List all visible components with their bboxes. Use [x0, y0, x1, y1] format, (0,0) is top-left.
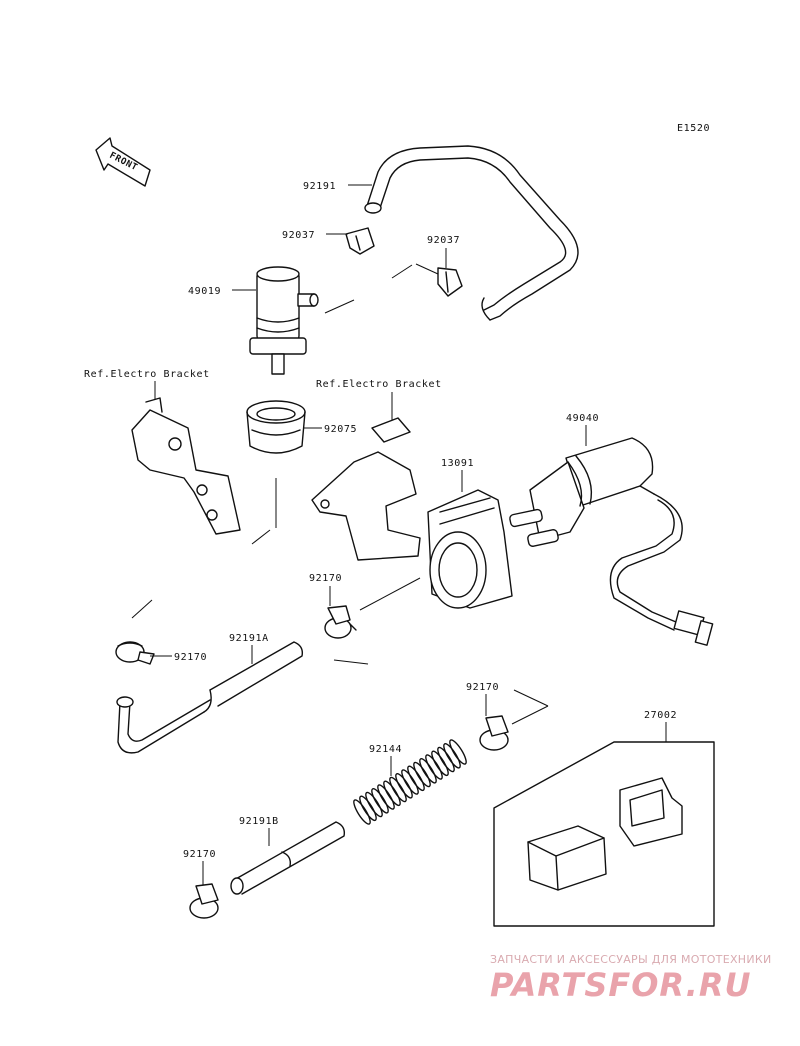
clamp-92170-a: [324, 605, 357, 639]
label-ref-bracket-left: Ref.Electro Bracket: [84, 369, 210, 380]
hose-92191: [364, 145, 579, 321]
hose-92191A: [116, 641, 304, 754]
label-92037-a: 92037: [282, 230, 315, 241]
label-92170-c: 92170: [466, 682, 499, 693]
spring-coil: [449, 739, 467, 765]
label-49040: 49040: [566, 413, 599, 424]
spring-coil: [359, 795, 377, 822]
diagram-code: E1520: [677, 123, 710, 134]
fuel-filter-49019: [249, 266, 319, 375]
label-ref-bracket-right: Ref.Electro Bracket: [316, 379, 442, 390]
label-92170-d: 92170: [183, 849, 216, 860]
spring-coil: [377, 784, 395, 810]
label-92191A: 92191A: [229, 633, 269, 644]
watermark-subtitle: ЗАПЧАСТИ И АКСЕССУАРЫ ДЛЯ МОТОТЕХНИКИ: [490, 953, 772, 966]
label-92144: 92144: [369, 744, 402, 755]
label-92170-b: 92170: [174, 652, 207, 663]
electro-bracket-left: [131, 397, 241, 535]
label-92170-a: 92170: [309, 573, 342, 584]
spring-coil: [407, 765, 425, 792]
label-13091: 13091: [441, 458, 474, 469]
spring-92144: [353, 739, 467, 825]
spring-coil: [431, 750, 449, 777]
spring-coil: [371, 788, 389, 814]
watermark: ЗАПЧАСТИ И АКСЕССУАРЫ ДЛЯ МОТОТЕХНИКИ PA…: [490, 953, 772, 1004]
label-92191B: 92191B: [239, 816, 279, 827]
spring-coil: [425, 754, 443, 780]
spring-coil: [395, 773, 413, 799]
spring-coil: [413, 761, 431, 788]
label-92075: 92075: [324, 424, 357, 435]
spring-coil: [383, 780, 401, 807]
fuel-pump-49040: [509, 437, 655, 547]
spring-coil: [437, 746, 455, 773]
hose-92191B: [230, 821, 346, 895]
spring-coil: [365, 791, 383, 818]
clamp-92037-b: [437, 267, 463, 297]
label-49019: 49019: [188, 286, 221, 297]
clamp-92170-c: [479, 715, 509, 751]
electro-bracket-right: [311, 417, 421, 561]
front-arrow-icon: FRONT: [95, 137, 151, 187]
clamp-92170-d: [189, 883, 219, 919]
spring-coil: [419, 758, 437, 784]
kit-box-27002: [493, 741, 715, 927]
label-92191: 92191: [303, 181, 336, 192]
label-92037-b: 92037: [427, 235, 460, 246]
spring-coil: [389, 776, 407, 803]
clamp-92037-a: [345, 227, 375, 255]
spring-coil: [443, 743, 461, 769]
label-27002: 27002: [644, 710, 677, 721]
holder-13091: [427, 489, 513, 609]
spring-coil: [353, 799, 371, 825]
clamp-92170-b: [115, 641, 155, 665]
pump-wire-connector: [609, 493, 714, 646]
rubber-92075: [246, 400, 306, 454]
spring-coil: [401, 769, 419, 795]
watermark-brand: PARTSFOR.RU: [490, 966, 751, 1004]
